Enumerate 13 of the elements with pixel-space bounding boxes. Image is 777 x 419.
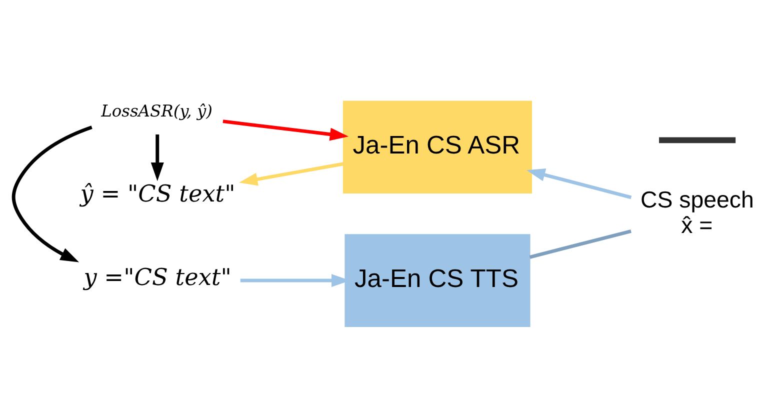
connector bbox=[529, 229, 632, 259]
arrow bbox=[150, 134, 164, 182]
arrow bbox=[526, 168, 632, 200]
node-box: Ja-En CS ASR bbox=[342, 100, 532, 194]
node-text: LossASR(y, ŷ) bbox=[101, 102, 212, 121]
node-text: y ="CS text" bbox=[84, 264, 232, 292]
node-text: ŷ = "CS text" bbox=[80, 180, 236, 208]
node-bar bbox=[659, 137, 736, 144]
node-text: CS speech x̂ = bbox=[640, 186, 754, 238]
arrow bbox=[12, 126, 92, 262]
node-box: Ja-En CS TTS bbox=[344, 234, 530, 327]
arrow bbox=[238, 162, 344, 186]
arrow bbox=[222, 120, 349, 141]
